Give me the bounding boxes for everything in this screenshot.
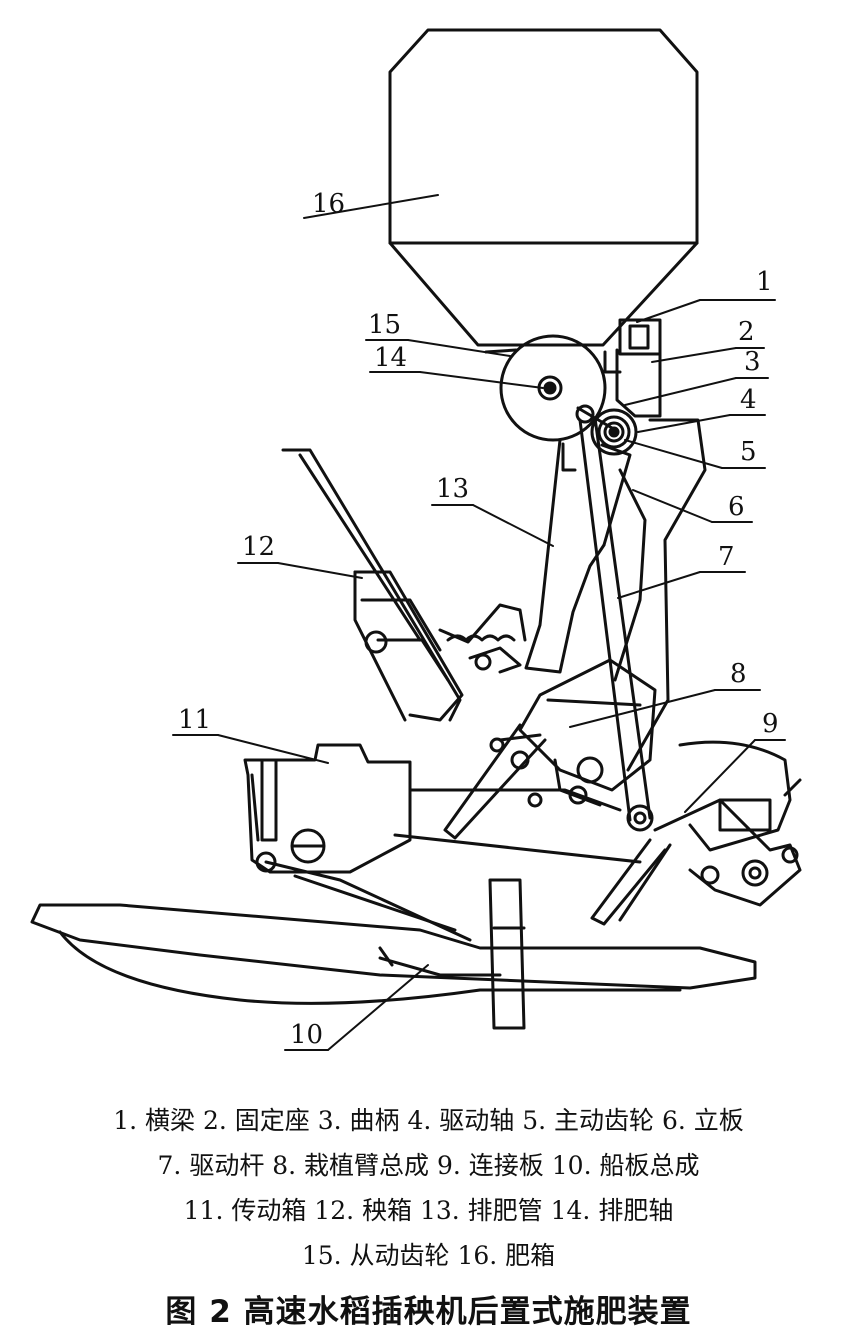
standing-plate: [613, 418, 707, 772]
drive-shaft: [597, 415, 631, 449]
fertilizer-box: [388, 28, 699, 347]
label-12: 12: [242, 532, 275, 562]
label-3: 3: [744, 347, 761, 377]
label-10: 10: [290, 1020, 323, 1050]
label-16: 16: [312, 189, 345, 219]
label-8: 8: [730, 659, 747, 689]
label-13: 13: [436, 474, 469, 504]
drive-rod: [578, 416, 654, 832]
seedling-box: [281, 448, 527, 722]
legend-line-4: 15. 从动齿轮 16. 肥箱: [301, 1241, 556, 1270]
diagram-figure: 16 1 2 15 3 14 4 5 13 6 12 7 8 11 9 10: [30, 28, 802, 1051]
label-9: 9: [762, 709, 779, 739]
connecting-plate: [590, 740, 802, 926]
legend-line-3: 11. 传动箱 12. 秧箱 13. 排肥管 14. 排肥轴: [183, 1196, 674, 1225]
main-gear: [590, 408, 638, 456]
label-7: 7: [718, 542, 735, 572]
fertilizer-tube: [524, 438, 632, 674]
label-6: 6: [728, 492, 745, 522]
driven-gear: [484, 334, 607, 442]
label-1: 1: [756, 267, 773, 297]
label-11: 11: [178, 705, 211, 735]
legend: 1. 横梁 2. 固定座 3. 曲柄 4. 驱动轴 5. 主动齿轮 6. 立板 …: [0, 1098, 857, 1278]
label-14: 14: [374, 343, 407, 373]
planting-arm: [443, 658, 657, 840]
label-4: 4: [740, 385, 757, 415]
label-15: 15: [368, 310, 401, 340]
label-5: 5: [740, 437, 757, 467]
transmission-box: [243, 743, 642, 942]
figure-caption: 图 2 高速水稻插秧机后置式施肥装置: [165, 1294, 692, 1330]
cross-beam: [618, 318, 662, 356]
callout-labels: 16 1 2 15 3 14 4 5 13 6 12 7 8 11 9 10: [178, 189, 779, 1050]
boat-plate: [30, 878, 757, 1030]
fixed-seat: [603, 348, 662, 418]
leader-lines: [172, 194, 786, 1051]
legend-line-2: 7. 驱动杆 8. 栽植臂总成 9. 连接板 10. 船板总成: [157, 1151, 700, 1180]
label-2: 2: [738, 317, 755, 347]
legend-line-1: 1. 横梁 2. 固定座 3. 曲柄 4. 驱动轴 5. 主动齿轮 6. 立板: [113, 1106, 744, 1135]
